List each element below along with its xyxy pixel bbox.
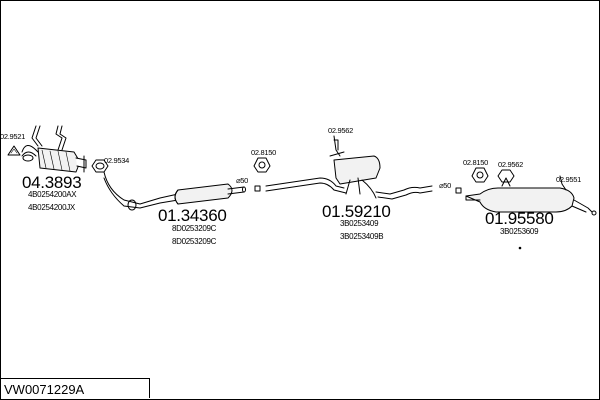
kit-code-box: VW0071229A — [0, 378, 150, 398]
oe-ref: 8D0253209C — [172, 224, 217, 233]
oe-ref: 3B0253609 — [500, 227, 539, 236]
fitting-label-02-9521: 02.9521 — [0, 132, 26, 141]
front-pipe-with-silencer — [103, 171, 246, 211]
oe-ref: 4B0254200AX — [28, 190, 77, 199]
fitting-label-02-9534: 02.9534 — [104, 156, 130, 165]
oe-ref: 3B0253409B — [340, 232, 384, 241]
catalytic-converter — [21, 125, 87, 173]
rubber-mount-02-8150-a — [253, 157, 271, 173]
rear-silencer — [465, 177, 597, 216]
centre-pipe-with-silencer — [265, 135, 433, 200]
diameter-label: ⌀50 — [439, 181, 451, 190]
hanger-02-9551 — [559, 175, 567, 191]
clamp-ring-2 — [455, 187, 462, 194]
clamp-ring-1 — [254, 185, 261, 192]
gasket-02-9534 — [91, 159, 109, 173]
oe-ref: 8D0253209C — [172, 237, 217, 246]
fitting-label-02-9562: 02.9562 — [498, 160, 524, 169]
oe-ref: 3B0253409 — [340, 219, 379, 228]
gasket-02-9521 — [7, 145, 21, 156]
fitting-label-02-8150: 02.8150 — [463, 158, 489, 167]
hanger-02-9562-a — [333, 139, 339, 151]
part-number-01-34360: 01.34360 — [158, 206, 227, 225]
rubber-mount-02-8150-b — [471, 167, 489, 183]
fitting-label-02-9551: 02.9551 — [556, 175, 582, 184]
fitting-label-02-8150: 02.8150 — [251, 148, 277, 157]
fitting-label-02-9562: 02.9562 — [328, 126, 354, 135]
part-number-01-95580: 01.95580 — [485, 209, 554, 228]
oe-ref: 4B0254200JX — [28, 203, 75, 212]
part-number-01-59210: 01.59210 — [322, 202, 391, 221]
hanger-02-9562-b — [497, 169, 515, 183]
dot-marker — [518, 246, 522, 250]
part-number-04-3893: 04.3893 — [22, 173, 82, 192]
kit-code: VW0071229A — [4, 382, 85, 397]
diameter-label: ⌀50 — [236, 176, 248, 185]
